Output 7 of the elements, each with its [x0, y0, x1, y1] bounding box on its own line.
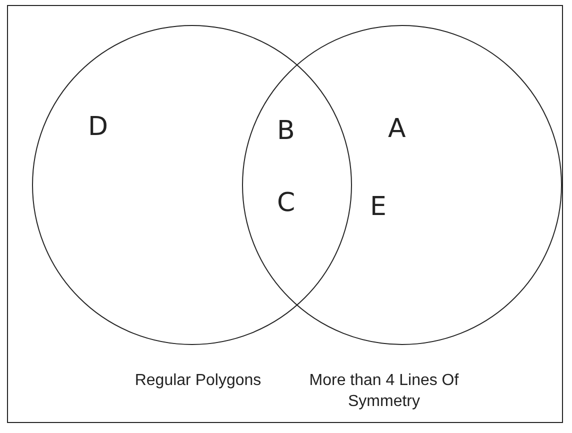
region-letter: E: [370, 192, 386, 222]
region-letter: B: [277, 116, 295, 146]
circle-caption: Regular Polygons: [134, 371, 262, 391]
region-letter: C: [277, 188, 296, 218]
region-letter: D: [88, 112, 108, 142]
circle-caption: More than 4 Lines Of Symmetry: [308, 371, 460, 412]
region-letter: A: [388, 114, 406, 144]
